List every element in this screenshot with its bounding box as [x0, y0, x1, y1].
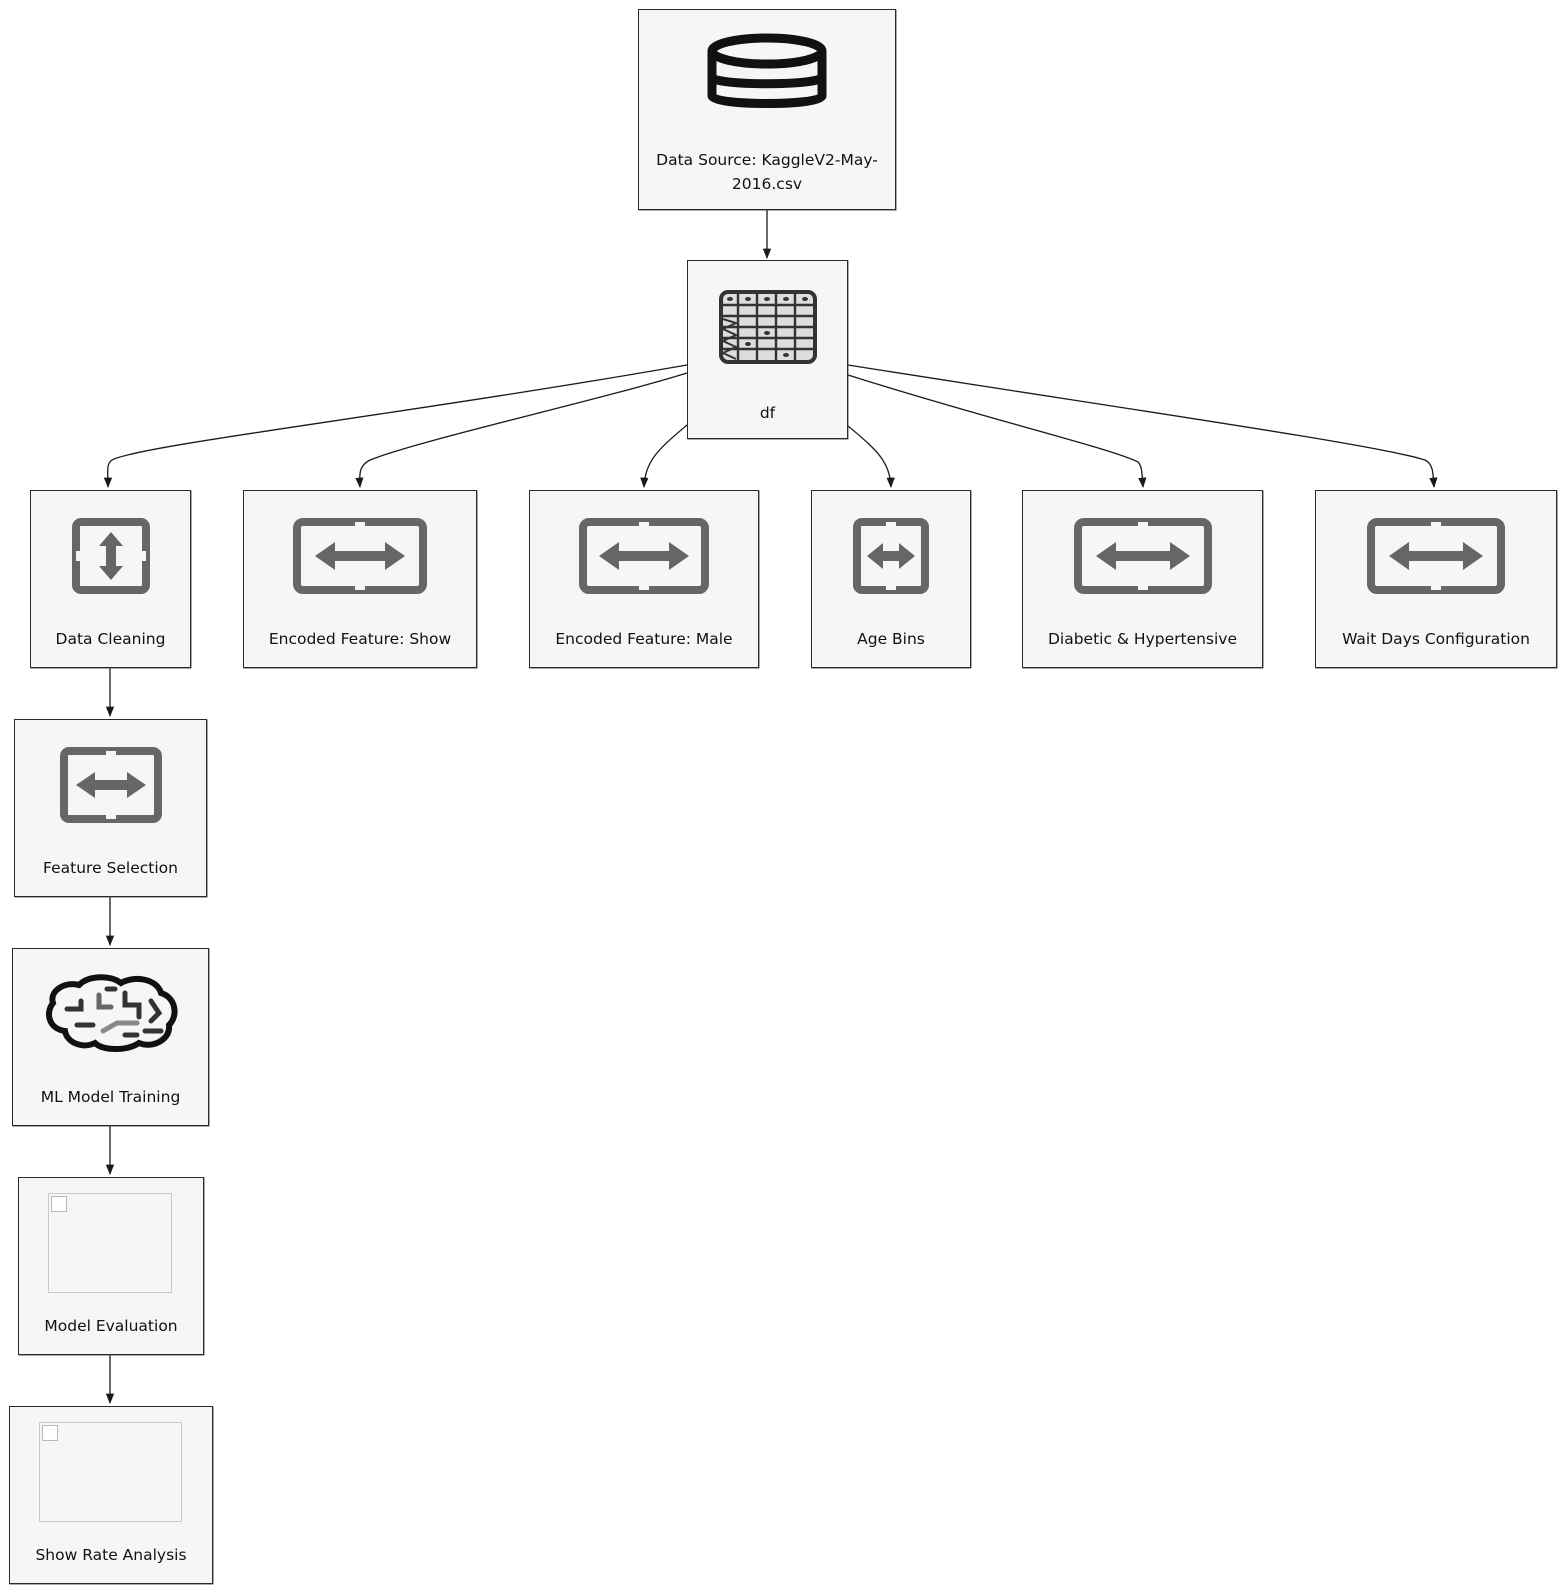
- transform-horizontal-icon: [15, 747, 206, 823]
- node-label: Data Source: KaggleV2-May-2016.csv: [656, 151, 878, 193]
- node-label: ML Model Training: [40, 1088, 181, 1106]
- node-label: Wait Days Configuration: [1342, 630, 1530, 648]
- node-label: Age Bins: [857, 630, 925, 648]
- node-show-rate-analysis[interactable]: Show Rate Analysis: [9, 1406, 213, 1584]
- node-label: Show Rate Analysis: [35, 1546, 187, 1564]
- node-label: Diabetic & Hypertensive: [1047, 630, 1238, 648]
- node-data-source[interactable]: Data Source: KaggleV2-May-2016.csv: [638, 9, 896, 210]
- brain-circuit-icon: [13, 973, 208, 1053]
- transform-horizontal-icon: [244, 518, 476, 594]
- edge-df-to-diabetic: [847, 374, 1147, 489]
- node-ml-model-training[interactable]: ML Model Training: [12, 948, 209, 1126]
- edge-df-to-encoded-show: [355, 372, 688, 489]
- database-icon: [639, 32, 895, 116]
- node-encoded-feature-male[interactable]: Encoded Feature: Male: [529, 490, 759, 668]
- node-label: Encoded Feature: Male: [555, 630, 733, 648]
- transform-horizontal-icon: [1023, 518, 1262, 594]
- node-label: Model Evaluation: [44, 1317, 178, 1335]
- node-label: Encoded Feature: Show: [268, 630, 452, 648]
- edge-df-to-age-bins: [846, 424, 895, 489]
- transform-horizontal-icon: [530, 518, 758, 594]
- node-df[interactable]: df: [687, 260, 848, 439]
- node-label: Feature Selection: [43, 859, 178, 877]
- node-diabetic-hypertensive[interactable]: Diabetic & Hypertensive: [1022, 490, 1263, 668]
- node-data-cleaning[interactable]: Data Cleaning: [30, 490, 191, 668]
- edge-df-to-encoded-male: [640, 424, 688, 489]
- node-encoded-feature-show[interactable]: Encoded Feature: Show: [243, 490, 477, 668]
- table-icon: [688, 289, 847, 365]
- node-label: Data Cleaning: [55, 630, 166, 648]
- broken-image-icon: [39, 1422, 182, 1522]
- broken-image-icon: [48, 1193, 172, 1293]
- transform-horizontal-icon: [812, 518, 970, 594]
- node-feature-selection[interactable]: Feature Selection: [14, 719, 207, 897]
- node-age-bins[interactable]: Age Bins: [811, 490, 971, 668]
- node-label: df: [759, 404, 776, 422]
- node-wait-days-configuration[interactable]: Wait Days Configuration: [1315, 490, 1557, 668]
- transform-vertical-icon: [31, 518, 190, 594]
- edge-df-to-wait-days: [847, 364, 1438, 489]
- node-model-evaluation[interactable]: Model Evaluation: [18, 1177, 204, 1355]
- transform-horizontal-icon: [1316, 518, 1556, 594]
- edge-df-to-data-cleaning: [103, 364, 688, 489]
